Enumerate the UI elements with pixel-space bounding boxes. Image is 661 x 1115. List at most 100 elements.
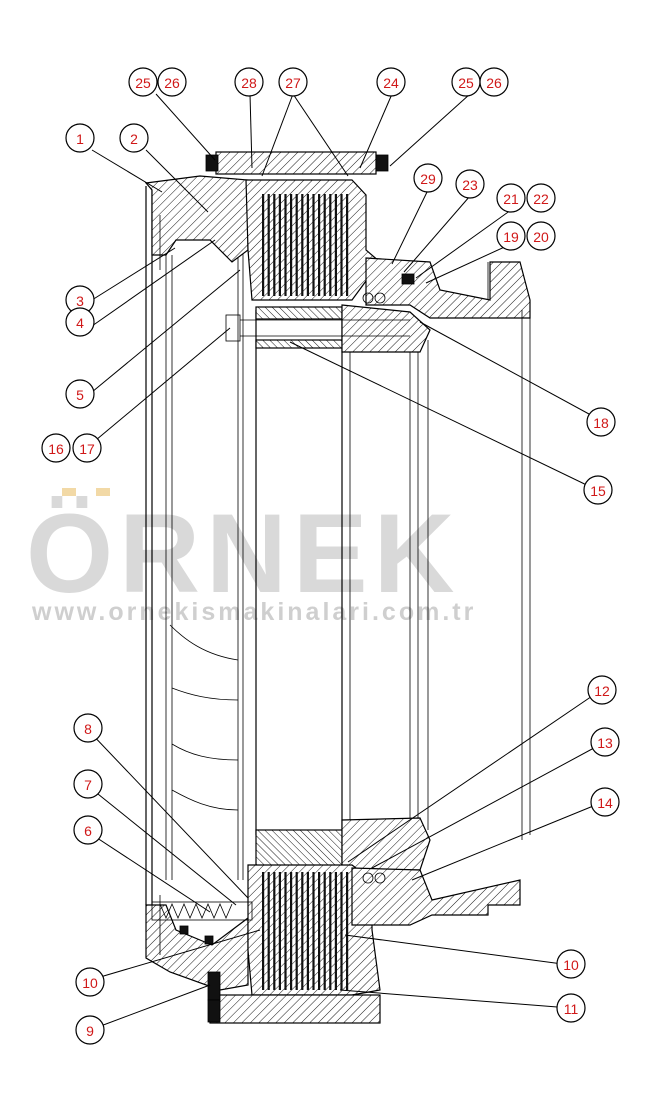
callout-c10b: 10 — [556, 949, 586, 979]
clutch-plate — [306, 872, 309, 990]
callout-circle — [75, 1015, 105, 1045]
callout-label: 11 — [564, 1001, 579, 1017]
callout-circle — [583, 475, 613, 505]
callout-label: 4 — [76, 315, 84, 331]
callout-label: 13 — [597, 735, 613, 751]
top-bolt — [225, 314, 410, 342]
clutch-plate — [278, 194, 281, 296]
callout-circle — [157, 67, 187, 97]
center-drum — [255, 304, 431, 871]
clutch-plate — [329, 194, 332, 296]
callout-circle — [376, 67, 406, 97]
clutch-plate — [278, 872, 281, 990]
clutch-plate — [290, 194, 293, 296]
bottom-clutch-pack — [151, 864, 521, 1024]
clutch-plate — [323, 194, 326, 296]
clutch-plate — [262, 872, 265, 990]
callout-label: 29 — [420, 171, 436, 187]
callout-c18: 18 — [586, 407, 616, 437]
callout-circle — [234, 67, 264, 97]
callout-c22: 22 — [526, 183, 556, 213]
callout-circle — [590, 787, 620, 817]
callout-label: 17 — [79, 441, 95, 457]
watermark-accent — [62, 488, 110, 496]
callout-c8: 8 — [73, 713, 103, 743]
callout-label: 27 — [285, 75, 301, 91]
clutch-plate — [340, 194, 343, 296]
callout-label: 28 — [241, 75, 257, 91]
callout-label: 8 — [84, 721, 92, 737]
callout-label: 19 — [503, 229, 519, 245]
callout-c5: 5 — [65, 379, 95, 409]
callout-circle — [479, 67, 509, 97]
clutch-plate — [346, 194, 349, 296]
callout-c9: 9 — [75, 1015, 105, 1045]
callout-label: 9 — [86, 1023, 94, 1039]
clutch-plate — [284, 872, 287, 990]
callout-label: 24 — [383, 75, 399, 91]
callout-c26b: 26 — [479, 67, 509, 97]
callout-c17: 17 — [72, 433, 102, 463]
callout-circle — [73, 769, 103, 799]
callout-label: 18 — [593, 415, 609, 431]
callout-c24: 24 — [376, 67, 406, 97]
callout-circle — [73, 815, 103, 845]
watermark-website: www.ornekismakinalari.com.tr — [31, 598, 476, 626]
clutch-plate — [284, 194, 287, 296]
callout-circle — [72, 433, 102, 463]
callout-c25a: 25 — [128, 67, 158, 97]
callout-label: 3 — [76, 293, 84, 309]
callout-circle — [128, 67, 158, 97]
clutch-plate — [306, 194, 309, 296]
callout-c26a: 26 — [157, 67, 187, 97]
callout-circle — [455, 169, 485, 199]
callout-label: 16 — [48, 441, 64, 457]
callout-c27: 27 — [278, 67, 308, 97]
clutch-plate — [318, 872, 321, 990]
clutch-plate — [340, 872, 343, 990]
callout-c21: 21 — [496, 183, 526, 213]
callout-circle — [556, 949, 586, 979]
clutch-plate — [295, 194, 298, 296]
callout-c4: 4 — [65, 307, 95, 337]
clutch-plate — [334, 194, 337, 296]
callout-label: 25 — [135, 75, 151, 91]
callout-c20: 20 — [526, 221, 556, 251]
clutch-plate — [273, 872, 276, 990]
callout-circle — [119, 123, 149, 153]
callout-label: 26 — [164, 75, 180, 91]
clutch-plate — [273, 194, 276, 296]
callout-c2: 2 — [119, 123, 149, 153]
callout-label: 26 — [486, 75, 502, 91]
callout-c12: 12 — [587, 675, 617, 705]
clutch-plate — [312, 194, 315, 296]
callout-label: 15 — [590, 483, 606, 499]
callout-circle — [413, 163, 443, 193]
callout-c16: 16 — [41, 433, 71, 463]
callout-circle — [75, 967, 105, 997]
callout-circle — [278, 67, 308, 97]
callout-circle — [41, 433, 71, 463]
callout-circle — [556, 993, 586, 1023]
callout-circle — [526, 221, 556, 251]
clutch-plate — [329, 872, 332, 990]
clutch-plate — [301, 872, 304, 990]
clutch-plate — [267, 872, 270, 990]
leader-lines — [87, 93, 606, 1031]
cross-section-drawing — [144, 151, 531, 1024]
top-right-flange — [362, 257, 531, 840]
callout-label: 10 — [82, 975, 98, 991]
left-housing — [144, 175, 249, 991]
callout-circle — [496, 183, 526, 213]
callout-circle — [526, 183, 556, 213]
clutch-plate — [334, 872, 337, 990]
callout-c19: 19 — [496, 221, 526, 251]
callout-circle — [590, 727, 620, 757]
callout-c28: 28 — [234, 67, 264, 97]
clutch-plate — [290, 872, 293, 990]
callout-c7: 7 — [73, 769, 103, 799]
clutch-plate — [323, 872, 326, 990]
clutch-plate — [301, 194, 304, 296]
callout-circle — [496, 221, 526, 251]
